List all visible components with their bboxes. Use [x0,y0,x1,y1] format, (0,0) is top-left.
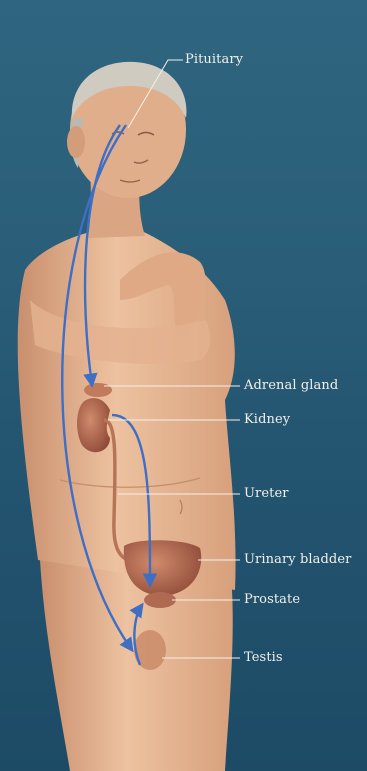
kidney-shape [77,398,110,452]
label-kidney: Kidney [244,413,290,427]
label-urinary-bladder: Urinary bladder [244,553,351,567]
label-pituitary: Pituitary [185,53,243,67]
human-figure [18,62,236,771]
label-testis: Testis [244,651,283,665]
prostate-shape [144,592,176,608]
label-ureter: Ureter [244,487,289,501]
adrenal-gland-shape [84,383,112,397]
label-adrenal-gland: Adrenal gland [244,379,338,393]
label-prostate: Prostate [244,593,300,607]
